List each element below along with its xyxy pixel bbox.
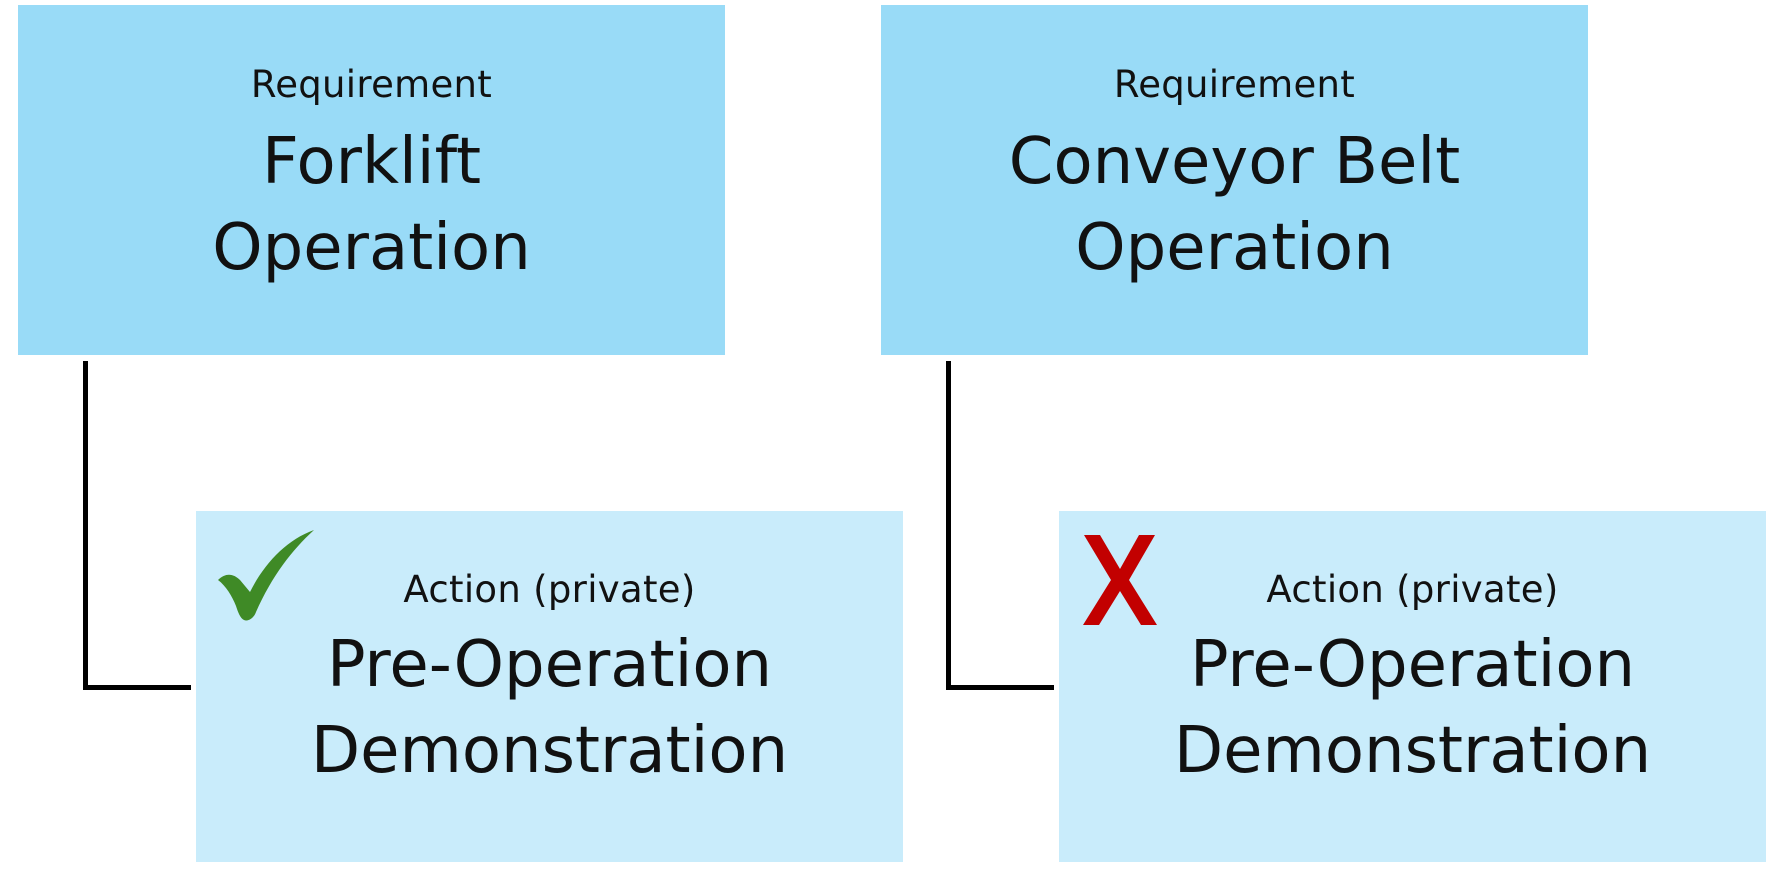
requirement-type-label: Requirement <box>250 63 493 106</box>
requirement-type-label: Requirement <box>1113 63 1356 106</box>
action-type-label: Action (private) <box>1266 568 1559 611</box>
action-box-forklift: Action (private) Pre-Operation Demonstra… <box>196 511 903 862</box>
action-type-label: Action (private) <box>403 568 696 611</box>
requirement-title: Forklift Operation <box>212 125 531 285</box>
check-mark-shape <box>218 530 314 621</box>
x-icon <box>1083 535 1157 625</box>
action-title: Pre-Operation Demonstration <box>310 628 789 788</box>
check-icon <box>218 530 314 621</box>
requirement-title: Conveyor Belt Operation <box>1008 125 1461 285</box>
requirement-box-conveyor-belt: Requirement Conveyor Belt Operation <box>881 5 1588 355</box>
x-mark-shape <box>1083 535 1157 625</box>
action-title: Pre-Operation Demonstration <box>1173 628 1652 788</box>
action-box-conveyor-belt: Action (private) Pre-Operation Demonstra… <box>1059 511 1766 862</box>
connector-line-forklift <box>83 361 191 690</box>
connector-line-conveyor-belt <box>946 361 1054 690</box>
requirement-box-forklift: Requirement Forklift Operation <box>18 5 725 355</box>
